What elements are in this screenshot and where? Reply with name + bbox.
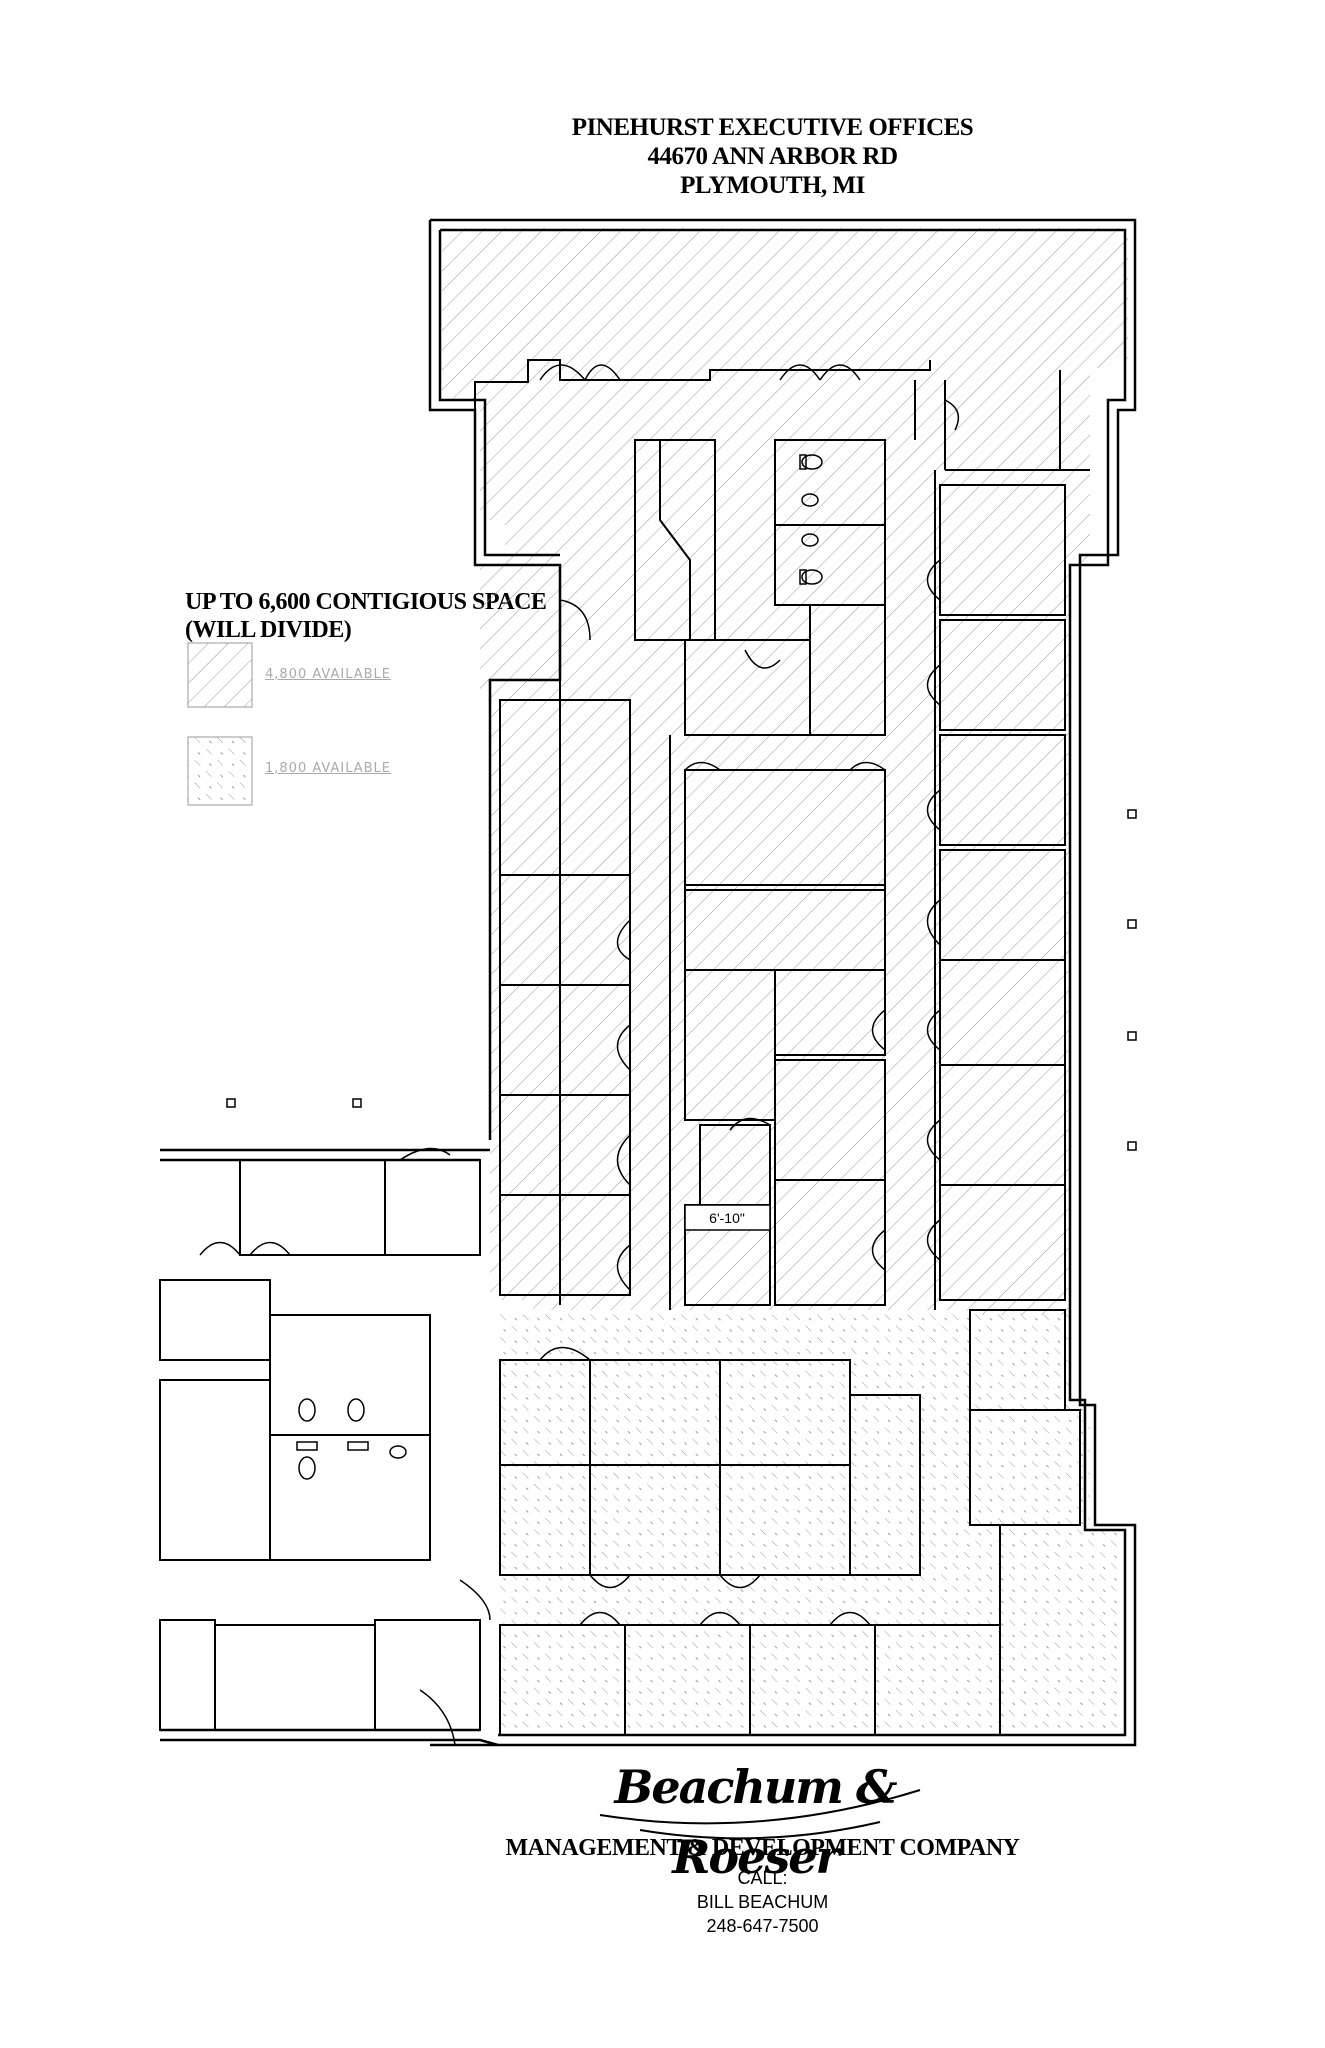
available-area-1800: [498, 1310, 1120, 1730]
restroom-fixtures: [296, 454, 823, 1480]
legend-swatch-4800: [187, 642, 253, 708]
call-label: CALL:: [737, 1868, 788, 1888]
legend-swatch-1800: [187, 736, 253, 806]
available-area-4800: [442, 228, 1128, 1315]
building-city: PLYMOUTH, MI: [680, 172, 865, 199]
interior-walls: [159, 359, 1090, 1736]
logo-wordmark: Beachum & Roeser: [585, 1752, 925, 1884]
building-name: PINEHURST EXECUTIVE OFFICES: [571, 114, 974, 141]
legend-heading-line2: (WILL DIVIDE): [185, 617, 352, 643]
building-address: 44670 ANN ARBOR RD: [647, 143, 898, 170]
legend-label-1800: 1,800 AVAILABLE: [265, 761, 392, 776]
door-swings: [199, 364, 960, 1746]
dimension-label: 6'-10": [709, 1210, 745, 1226]
contact-name: BILL BEACHUM: [696, 1892, 829, 1912]
dimension-box: [684, 1204, 771, 1231]
structural-columns: [226, 809, 1137, 1151]
legend-label-4800: 4,800 AVAILABLE: [265, 667, 392, 682]
logo-text: Beachum & Roeser: [614, 1760, 897, 1884]
contact-phone: 248-647-7500: [706, 1916, 819, 1936]
company-logo: [599, 1789, 921, 1840]
company-name: MANAGEMENT & DEVELOPMENT COMPANY: [505, 1835, 1021, 1861]
legend-swatches: [187, 642, 253, 806]
